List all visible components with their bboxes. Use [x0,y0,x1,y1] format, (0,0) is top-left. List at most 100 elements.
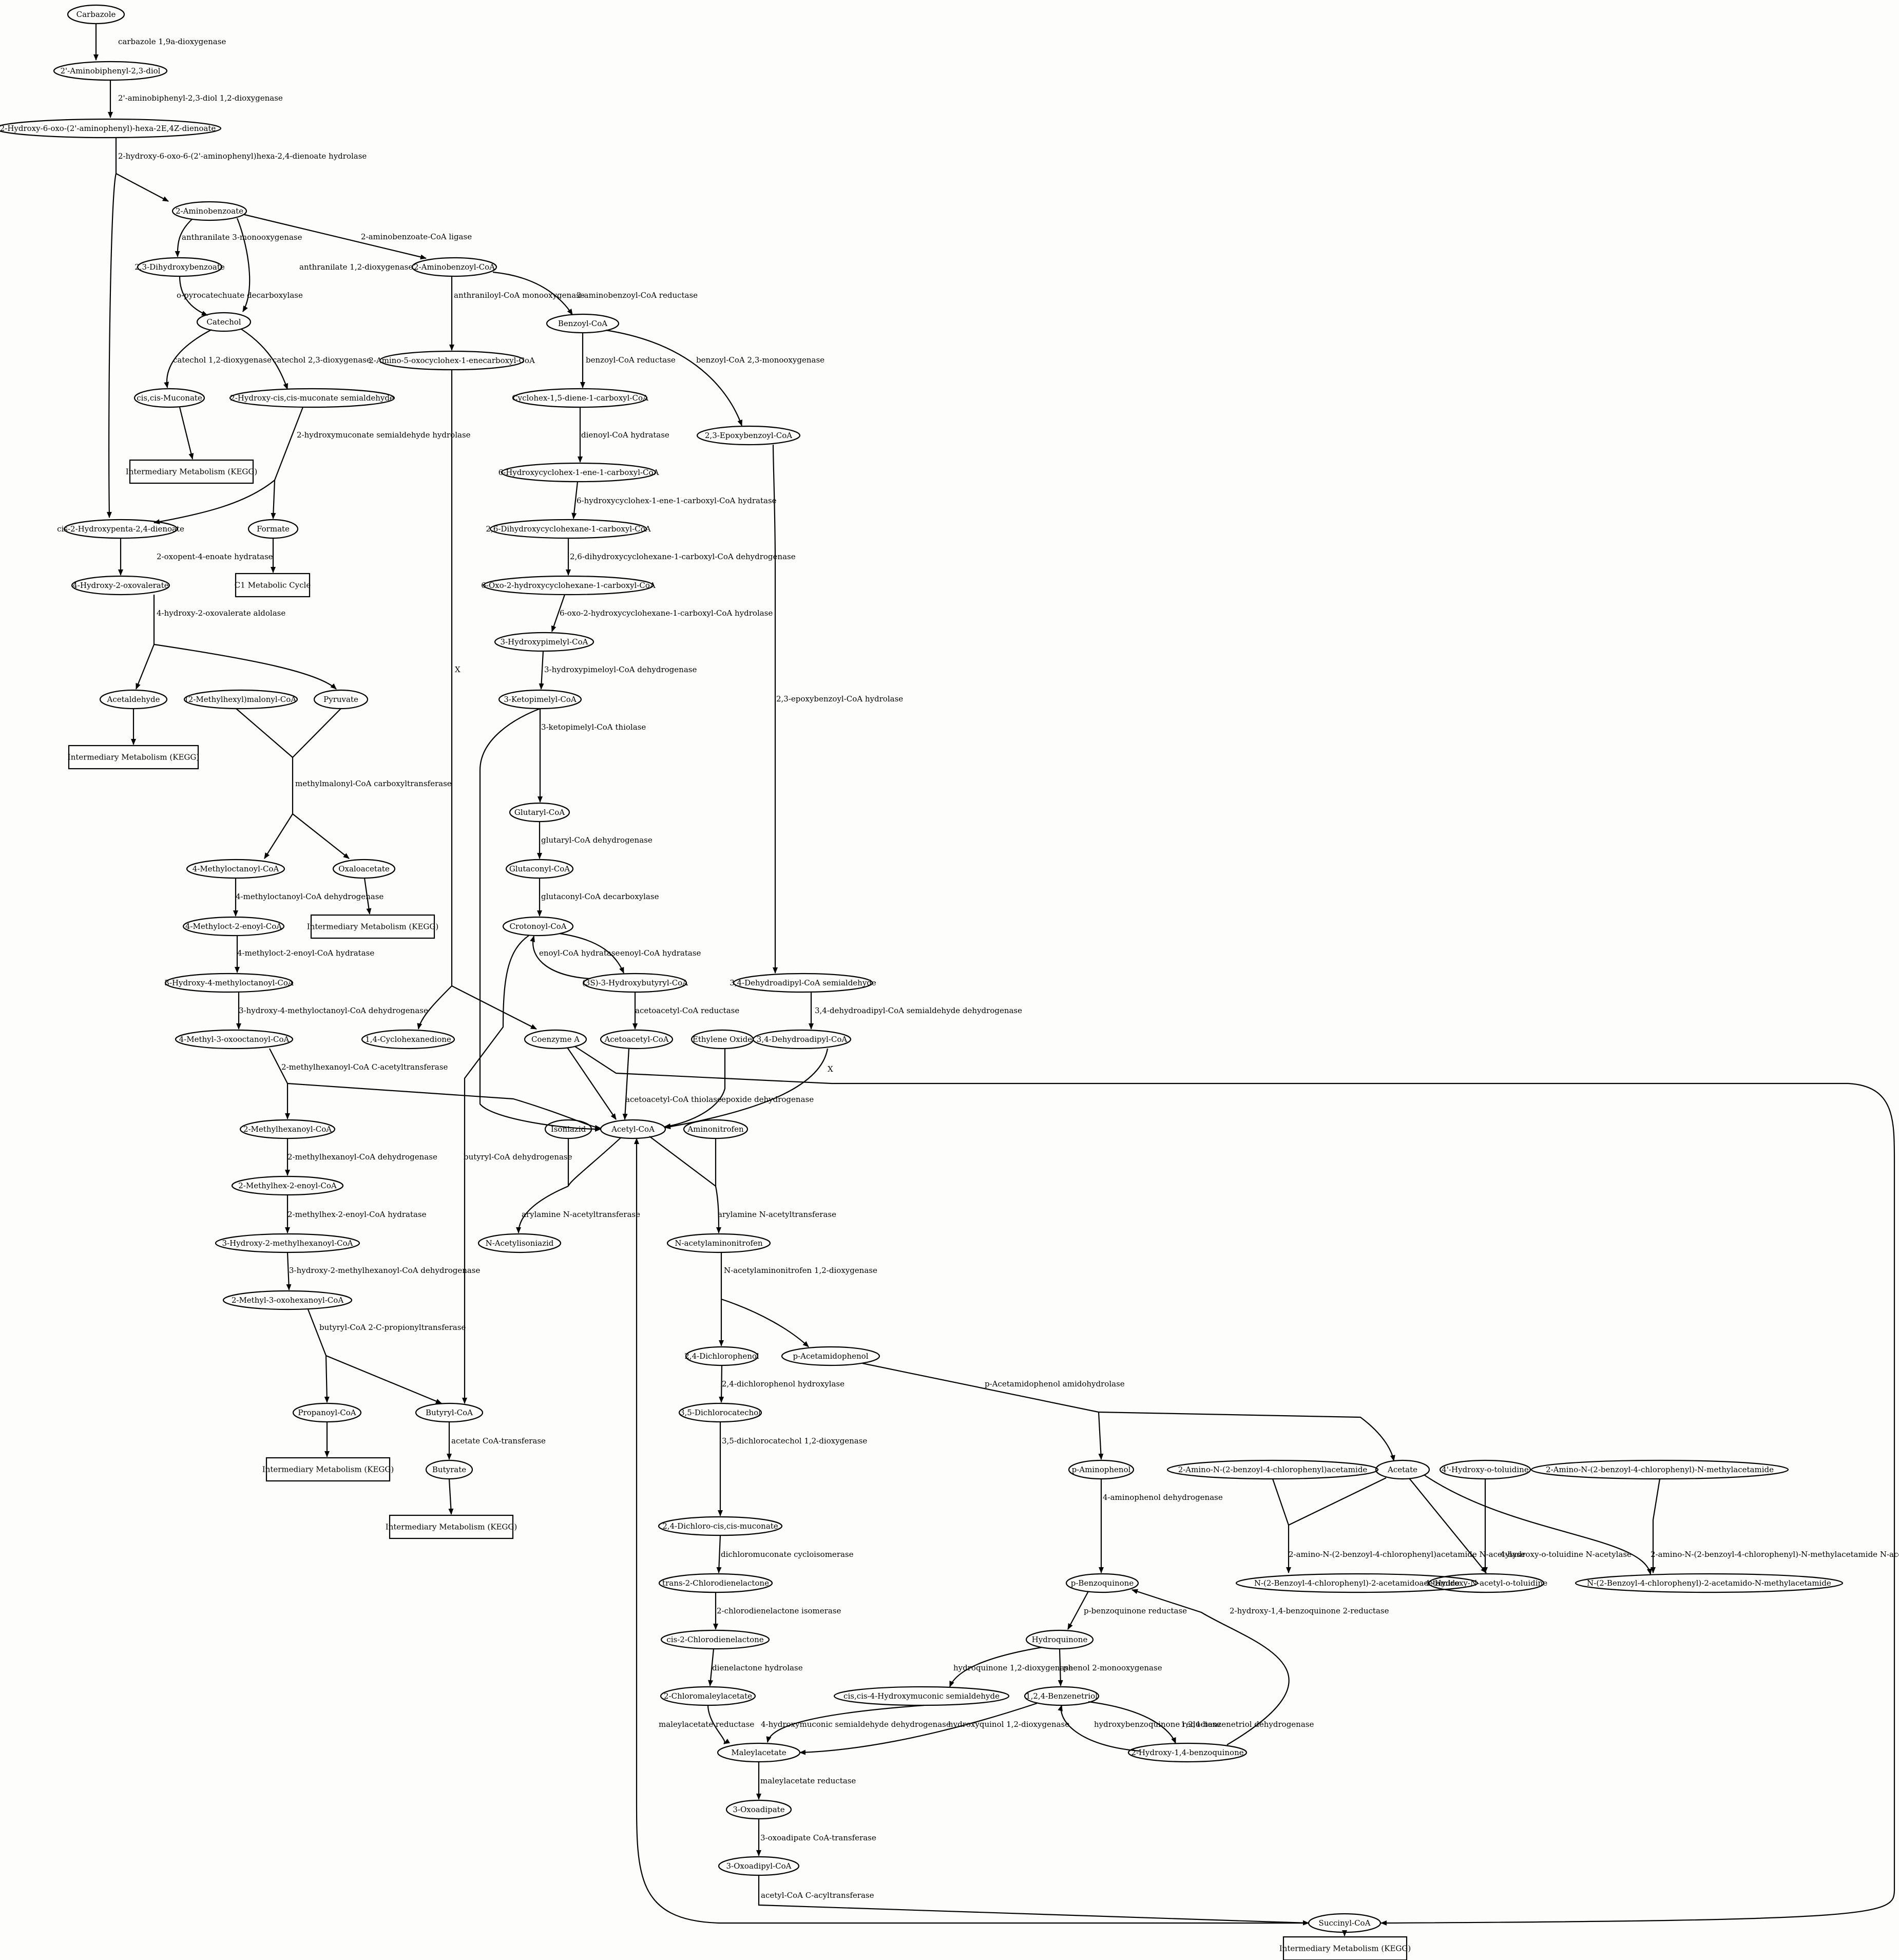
edge-aminobenzoate-dihydroxybenzoate [175,219,193,257]
node-box [129,459,254,484]
node-methyl3oxohexanoyl: 2-Methyl-3-oxohexanoyl-CoA [222,1290,353,1310]
node-label: 2-Hydroxy-1,4-benzoquinone [1131,1748,1243,1757]
node-label: N-Acetylisoniazid [486,1239,554,1248]
edge-catechol-ccmuconate [164,329,212,388]
node-label: Carbazole [76,10,116,19]
edge-split-pyruvate [154,643,337,690]
edge-acetylcoa-aminonitrofenjunction [649,1136,716,1187]
node-label: 2-Amino-5-oxocyclohex-1-enecarboxyl-CoA [369,356,535,365]
node-label: Butyryl-CoA [426,1408,473,1417]
node-butyryl: Butyryl-CoA [415,1402,484,1423]
node-hydroxybutyryl: (3S)-3-Hydroxybutyryl-CoA [582,973,688,993]
edge-dehydroadipyl-acetylcoa [664,1048,829,1130]
edge-hydroquinone-hydroxymuconicsa [949,1646,1043,1687]
node-ethyleneoxide: Ethylene Oxide [690,1029,754,1050]
node-ellipse [164,973,294,993]
node-ellipse [186,859,285,879]
node-ellipse [512,388,648,408]
edge-succinylcoa-acetylcoa [634,1138,1309,1924]
node-hydroxyoxo: 2-Hydroxy-6-oxo-(2'-aminophenyl)-hexa-2E… [0,118,222,139]
edge-label-dichlorocatechol: 3,5-dichlorocatechol 1,2-dioxygenase [722,1436,867,1445]
node-transchlorodienelactone: trans-2-Chlorodienelactone [658,1573,773,1593]
node-label: 1,4-Cyclohexanedione [365,1035,451,1044]
node-label: 4-Methyl-3-oxooctanoyl-CoA [179,1035,290,1044]
node-imk1: Intermediary Metabolism (KEGG) [126,459,257,484]
node-isoniazid: Isoniazid [544,1119,592,1139]
edge-junction-acetylisoniazid [516,1185,569,1233]
node-ellipse [415,1402,484,1423]
node-ellipse [292,1402,362,1423]
node-pyruvate: Pyruvate [313,689,369,710]
edge-label-glutaconyl: glutaconyl-CoA decarboxylase [541,892,659,901]
edge-label-toluidineacetylase: 4-hydroxy-o-toluidine N-acetylase [1500,1550,1632,1559]
node-label: N-(2-Benzoyl-4-chlorophenyl)-2-acetamido… [1587,1578,1831,1588]
edge-oxohydroxycyclohexane-hydroxypimelyl [551,594,566,632]
node-label: trans-2-Chlorodienelactone [662,1578,769,1588]
edge-label-oxoadipatecoa: 3-oxoadipate CoA-transferase [760,1833,876,1842]
node-oxohydroxycyclohexane: 6-Oxo-2-hydroxycyclohexane-1-carboxyl-Co… [481,575,656,596]
node-dichlorophenol: 2,4-Dichlorophenol [684,1346,759,1366]
node-label: 2-Hydroxy-cis,cis-muconate semialdehyde [230,393,394,403]
edge-methyl3oxooctanoyl-acetylcoa [287,1082,601,1130]
edge-label-pacetamidophenol: p-Acetamidophenol amidohydrolase [985,1379,1125,1388]
edge-hmsa-cis2hpd [154,407,304,524]
node-succinylcoa: Succinyl-CoA [1308,1913,1382,1933]
node-ellipse [833,1686,1010,1706]
edge-dichloromuconate-transchlorodienelactone [716,1535,722,1573]
edge-label-pbenzoquinonereductase: p-benzoquinone reductase [1084,1606,1187,1615]
node-aminobenzoate: 2-Aminobenzoate [171,201,247,221]
node-carbazole: Carbazole [67,4,125,25]
node-label: Intermediary Metabolism (KEGG) [68,753,199,762]
node-hydroquinone: Hydroquinone [1025,1629,1094,1650]
edge-ccmuconate-imk1 [179,407,194,460]
node-acetaldehyde: Acetaldehyde [99,689,168,710]
node-label: 3-Oxoadipate [733,1805,784,1814]
edge-acetate-hydroxyacetyltoluidine [1409,1478,1487,1573]
edge-label-acetamideacetylase: 2-amino-N-(2-benzoyl-4-chlorophenyl)acet… [1289,1550,1525,1559]
node-ellipse [1428,1573,1545,1593]
node-label: cis-2-Hydroxypenta-2,4-dienoate [57,524,184,534]
node-dichlorocatechol: 3,5-Dichlorocatechol [678,1402,762,1423]
node-ellipse [1024,1686,1100,1706]
node-methyloctanoyl: 4-Methyloctanoyl-CoA [186,859,285,879]
node-paminophenol: p-Aminophenol [1068,1459,1135,1480]
edge-split2-paminophenol [1098,1412,1104,1460]
edge-pbenzoquinone-hydroquinone [1067,1591,1089,1630]
edge-label-26dihydroxy: 2,6-dihydroxycyclohexane-1-carboxyl-CoA … [570,552,796,561]
node-dehydroadipyl: 3,4-Dehydroadipyl-CoA [752,1029,852,1050]
node-dichloromuconate: 2,4-Dichloro-cis,cis-muconate [658,1516,783,1536]
edge-label-phenol2: phenol 2-monooxygenase [1063,1663,1162,1672]
edge-label-x2: X [828,1064,833,1074]
node-aminobenzoylcoa: 2-Aminobenzoyl-CoA [411,257,497,277]
edge-label-hydroxymethylhexanoyl: 3-hydroxy-2-methylhexanoyl-CoA dehydroge… [289,1266,481,1275]
node-ellipse [379,350,525,371]
node-imk6: Intermediary Metabolism (KEGG) [1279,1936,1411,1960]
node-label: Intermediary Metabolism (KEGG) [1279,1944,1411,1953]
edge-label-ketopimelylthiolase: 3-ketopimelyl-CoA thiolase [541,722,646,732]
edge-label-chlorodienelactoneisomerase: 2-chlorodienelactone isomerase [717,1606,841,1615]
node-label: 2,4-Dichlorophenol [684,1352,759,1361]
node-ellipse [239,1119,336,1139]
node-ellipse [222,1290,353,1310]
edge-label-hydroxybenzoquinonereductase: hydroxybenzoquinone reductase [1094,1720,1221,1729]
edge-label-nacetylaminonitrofen: N-acetylaminonitrofen 1,2-dioxygenase [724,1266,877,1275]
node-glutaconyl: Glutaconyl-CoA [505,859,574,879]
edge-oxaloacetate-imk3 [363,878,372,915]
node-label: 2,3-Epoxybenzoyl-CoA [705,431,792,440]
edge-label-hydroxyquinol: hydroxyquinol 1,2-dioxygenase [948,1720,1069,1729]
edge-label-x1: X [455,665,461,674]
edge-ethyleneoxide-acetylcoa [664,1049,726,1129]
edge-label-3hydroxypimeloyl: 3-hydroxypimeloyl-CoA dehydrogenase [544,665,697,674]
edge-hydroxybenzoquinone-benzenetriol [1058,1705,1140,1752]
node-label: Oxaloacetate [338,864,390,873]
node-label: 2-Amino-N-(2-benzoyl-4-chlorophenyl)acet… [1178,1465,1368,1474]
node-label: p-Aminophenol [1072,1465,1131,1474]
node-acetamidomethylacetamide: N-(2-Benzoyl-4-chlorophenyl)-2-acetamido… [1575,1573,1844,1593]
edge-aminobenzoate-catechol [236,218,251,312]
node-butyrate: Butyrate [425,1459,473,1480]
node-acetate: Acetate [1375,1459,1430,1480]
node-ellipse [678,1402,762,1423]
node-ellipse [247,519,299,539]
node-methyloct2enoyl: 4-Methyloct-2-enoyl-CoA [182,916,285,937]
edge-label-hmsahydrolase: 2-hydroxymuconate semialdehyde hydrolase [297,430,471,440]
